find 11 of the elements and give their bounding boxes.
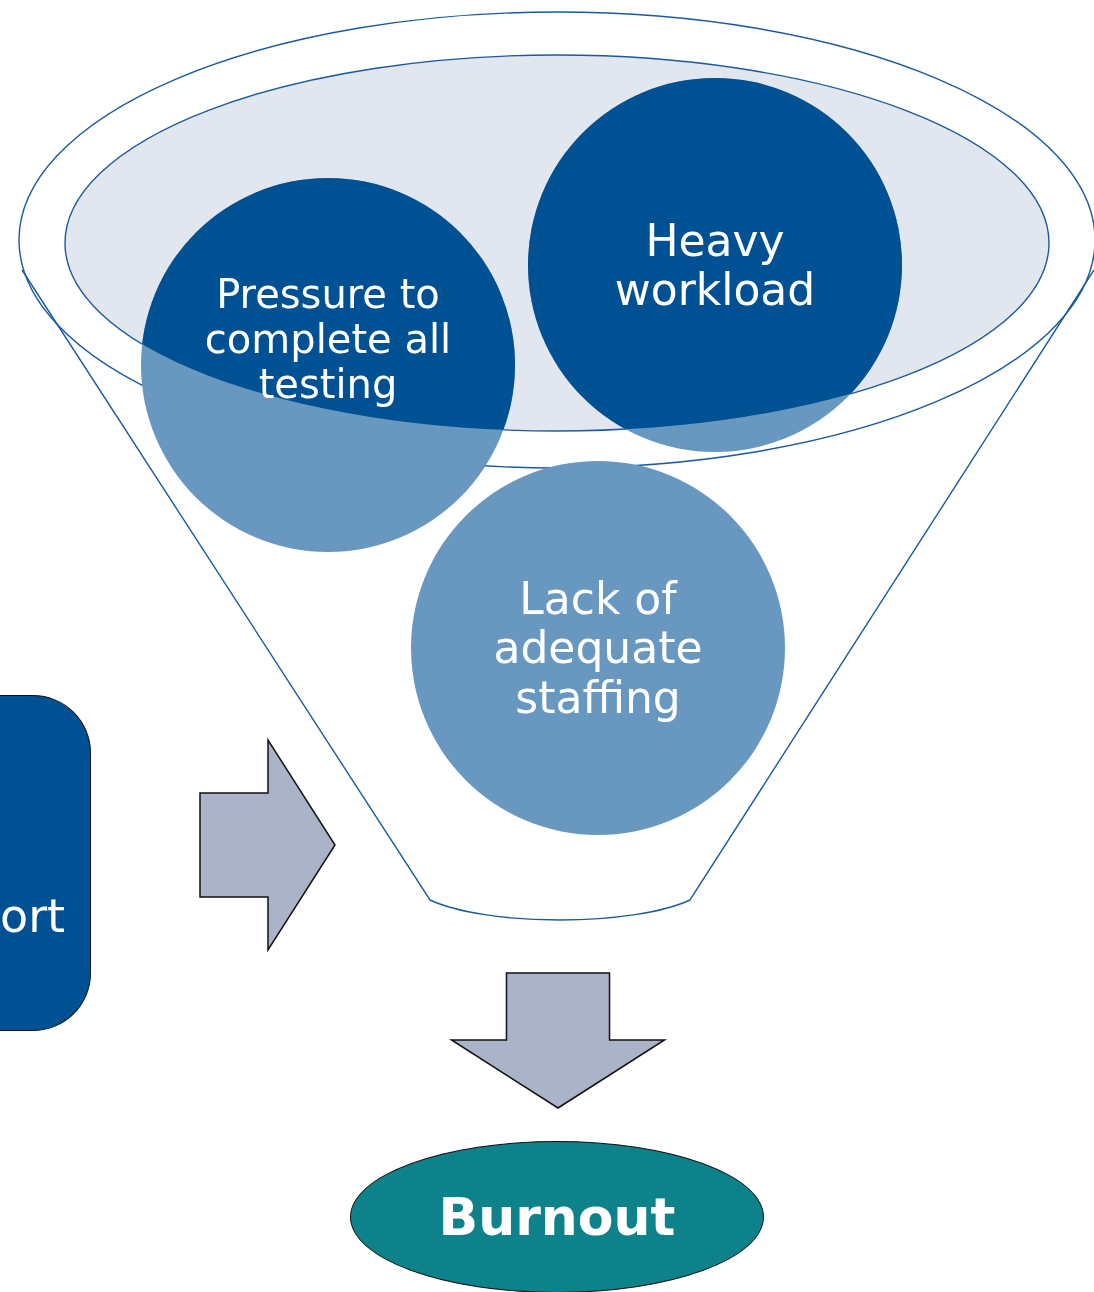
outcome-ellipse: Burnout bbox=[350, 1141, 764, 1292]
block-arrow bbox=[448, 972, 668, 1109]
node-label: Pressure to complete all testing bbox=[203, 271, 453, 407]
node-label: Lack of adequate staffing bbox=[492, 574, 704, 722]
circle-node bbox=[528, 78, 902, 452]
circle-node bbox=[141, 178, 515, 552]
node-label: Heavy workload bbox=[613, 215, 817, 315]
process-box bbox=[0, 695, 91, 1031]
node-label: ort bbox=[0, 891, 66, 943]
block-arrow bbox=[199, 737, 336, 953]
circle-node bbox=[411, 461, 785, 835]
